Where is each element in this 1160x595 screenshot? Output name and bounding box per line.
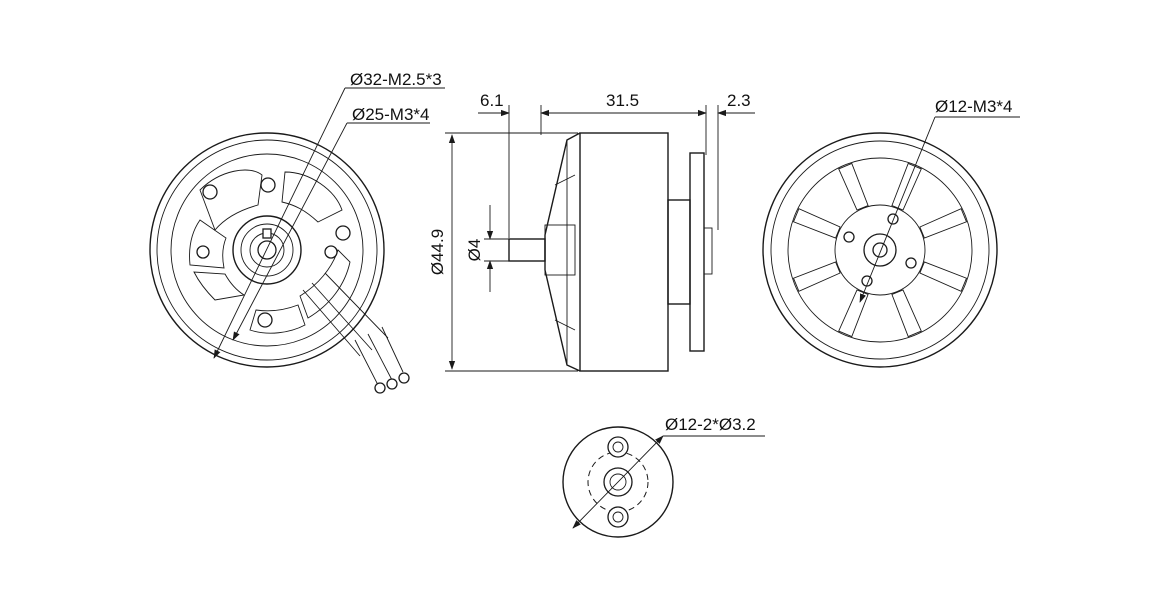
front-spoke [838,162,869,211]
dim-shaft-diameter: Ø4 [465,239,484,262]
label-rear-inner-holes: Ø25-M3*4 [352,105,429,124]
front-view [762,116,1020,368]
label-front-holes: Ø12-M3*4 [935,97,1012,116]
front-spoke [792,208,841,239]
front-spoke [919,208,968,239]
front-spoke [919,261,968,292]
label-rear-outer-holes: Ø32-M2.5*3 [350,70,442,89]
front-spoke [891,162,922,211]
front-spoke [838,289,869,338]
dim-body-length: 31.5 [606,91,639,110]
rear-view [149,87,445,394]
dim-flange-offset: 2.3 [727,91,751,110]
label-prop-adapter-holes: Ø12-2*Ø3.2 [665,415,756,434]
prop-adapter-view [562,426,765,538]
front-spoke [891,289,922,338]
front-spoke [792,261,841,292]
dim-shaft-protrusion: 6.1 [480,91,504,110]
side-view [445,105,755,372]
dim-body-diameter: Ø44.9 [428,229,447,275]
